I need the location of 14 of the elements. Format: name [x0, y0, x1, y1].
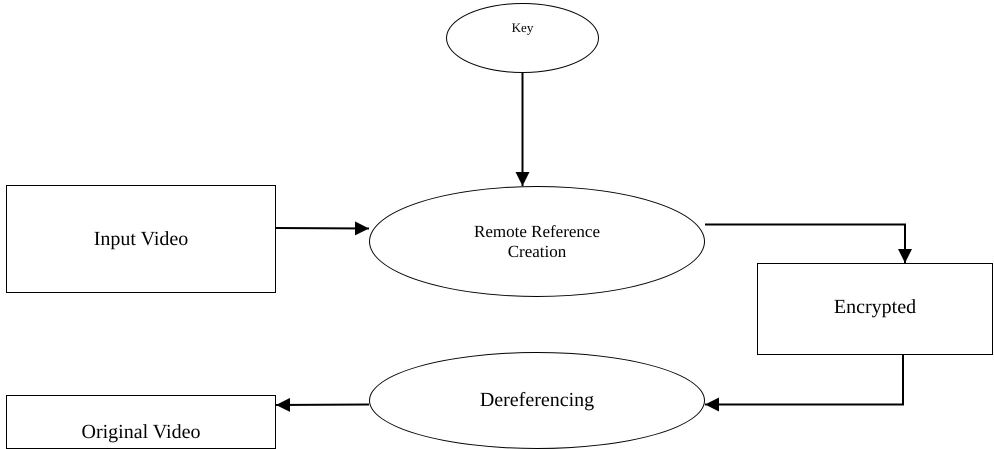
process-box: [757, 263, 993, 355]
arrow: [705, 224, 912, 263]
node-label: Original Video: [82, 420, 200, 444]
node-label: Key: [512, 20, 534, 36]
node-label: Dereferencing: [480, 389, 594, 412]
arrow: [276, 221, 369, 236]
process-box: [6, 185, 276, 293]
node-label: Input Video: [94, 228, 188, 250]
arrow: [705, 355, 904, 412]
arrow: [516, 73, 530, 186]
node-label: Encrypted: [834, 296, 916, 318]
arrow: [276, 398, 369, 412]
process-box: [6, 395, 276, 449]
node-label: Remote Reference Creation: [472, 222, 601, 262]
